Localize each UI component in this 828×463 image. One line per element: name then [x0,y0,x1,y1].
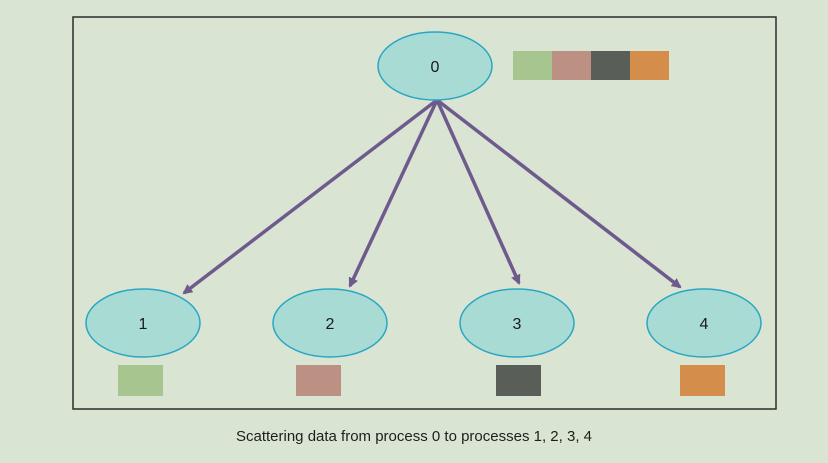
process-node-0: 0 [377,31,493,101]
process-node-3-label: 3 [513,316,522,333]
process-node-1-label: 1 [139,316,148,333]
root-data-block-4 [630,51,669,80]
process-1-data-block [118,365,163,396]
diagram-caption: Scattering data from process 0 to proces… [235,428,592,445]
process-3-data-block [496,365,541,396]
arrow-to-process-4 [435,98,682,289]
root-data-block-3 [591,51,630,80]
root-data-block-2 [552,51,591,80]
process-node-3-ellipse [459,288,575,358]
process-node-2: 2 [272,288,388,358]
process-2-data-block [296,365,341,396]
process-node-1: 1 [85,288,201,358]
root-data-block-1 [513,51,552,80]
process-node-4-ellipse [646,288,762,358]
arrow-to-process-2 [348,99,439,288]
process-node-0-ellipse [377,31,493,101]
process-node-4-label: 4 [700,316,709,333]
process-node-3: 3 [459,288,575,358]
arrows [182,98,682,295]
process-node-1-ellipse [85,288,201,358]
root-data-blocks [513,51,669,80]
process-node-2-label: 2 [326,316,335,333]
process-node-2-ellipse [272,288,388,358]
diagram-frame [72,16,777,410]
arrow-to-process-1 [182,98,439,295]
arrow-to-process-3 [435,99,521,285]
process-node-4: 4 [646,288,762,358]
process-4-data-block [680,365,725,396]
process-node-0-label: 0 [431,59,440,76]
